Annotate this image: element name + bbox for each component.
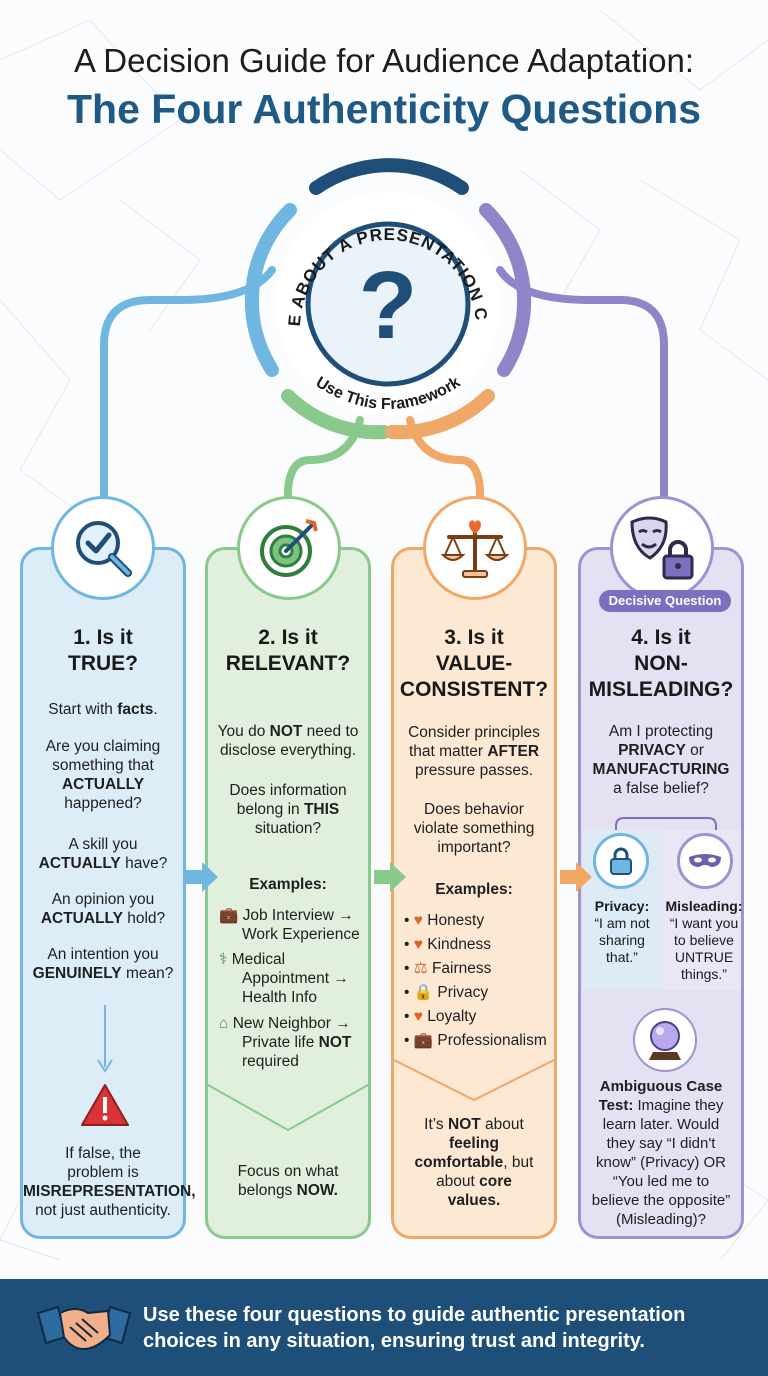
example-job: 💼 Job Interview →Work Experience bbox=[219, 907, 360, 943]
briefcase-icon: 💼 bbox=[413, 1032, 434, 1049]
question-skill: A skill you ACTUALLY have? bbox=[38, 836, 168, 872]
branch-connector bbox=[615, 817, 717, 840]
card-intro: Start with facts. bbox=[48, 701, 158, 718]
scales-icon: ⚖ bbox=[413, 960, 428, 977]
briefcase-icon: 💼 bbox=[219, 907, 239, 924]
arrow-right-3 bbox=[560, 862, 592, 892]
question-opinion: An opinion you ACTUALLY hold? bbox=[40, 891, 166, 927]
target-icon bbox=[237, 496, 341, 600]
value-privacy: • 🔒 Privacy bbox=[404, 984, 489, 1001]
title-line-2: The Four Authenticity Questions bbox=[67, 86, 701, 132]
value-loyalty: • ♥ Loyalty bbox=[404, 1008, 477, 1025]
values-list: • ♥ Honesty • ♥ Kindness • ⚖ Fairness • … bbox=[404, 909, 547, 1053]
title-line-1: A Decision Guide for Audience Adaptation… bbox=[73, 42, 695, 79]
hand-heart-icon: ♥ bbox=[413, 912, 423, 929]
value-professionalism: • 💼 Professionalism bbox=[404, 1032, 547, 1049]
footer-text: Use these four questions to guide authen… bbox=[143, 1304, 686, 1352]
connector-green bbox=[284, 416, 364, 502]
value-kindness: • ♥ Kindness bbox=[404, 936, 492, 953]
handshake-icon bbox=[36, 1305, 132, 1351]
value-fairness: • ⚖ Fairness bbox=[404, 960, 492, 977]
lock-icon bbox=[593, 833, 649, 889]
crystal-ball-icon bbox=[633, 1008, 697, 1072]
arrow-right-1 bbox=[186, 862, 218, 892]
magnifier-check-icon bbox=[51, 496, 155, 600]
down-arrow bbox=[97, 1005, 113, 1073]
ambiguous-case-test: Ambiguous Case Test: Imagine they learn … bbox=[591, 1078, 731, 1228]
lock-icon: 🔒 bbox=[413, 984, 434, 1001]
decisive-question-badge: Decisive Question bbox=[599, 590, 731, 612]
question-mark-icon: ? bbox=[359, 252, 418, 359]
chevron-divider bbox=[394, 1059, 554, 1102]
connector-orange bbox=[406, 416, 484, 502]
mask-lock-icon bbox=[610, 496, 714, 600]
heart-icon: ♥ bbox=[413, 1008, 423, 1025]
mask-icon bbox=[677, 833, 733, 889]
framework-hub: ? UNSURE ABOUT A PRESENTATION CHOICE? Us… bbox=[0, 0, 668, 504]
examples-label: Examples: bbox=[249, 876, 327, 893]
heart-icon: ♥ bbox=[413, 936, 423, 953]
stethoscope-icon: ⚕ bbox=[219, 951, 228, 968]
chevron-divider bbox=[208, 1084, 368, 1132]
house-icon: ⌂ bbox=[219, 1015, 229, 1032]
question-intention: An intention you GENUINELY mean? bbox=[32, 946, 174, 982]
scales-icon bbox=[423, 496, 527, 600]
examples-label: Examples: bbox=[435, 881, 513, 898]
value-honesty: • ♥ Honesty bbox=[404, 912, 485, 929]
warning-icon bbox=[81, 1084, 129, 1126]
arrow-right-2 bbox=[374, 862, 406, 892]
footer-banner bbox=[0, 1279, 768, 1376]
